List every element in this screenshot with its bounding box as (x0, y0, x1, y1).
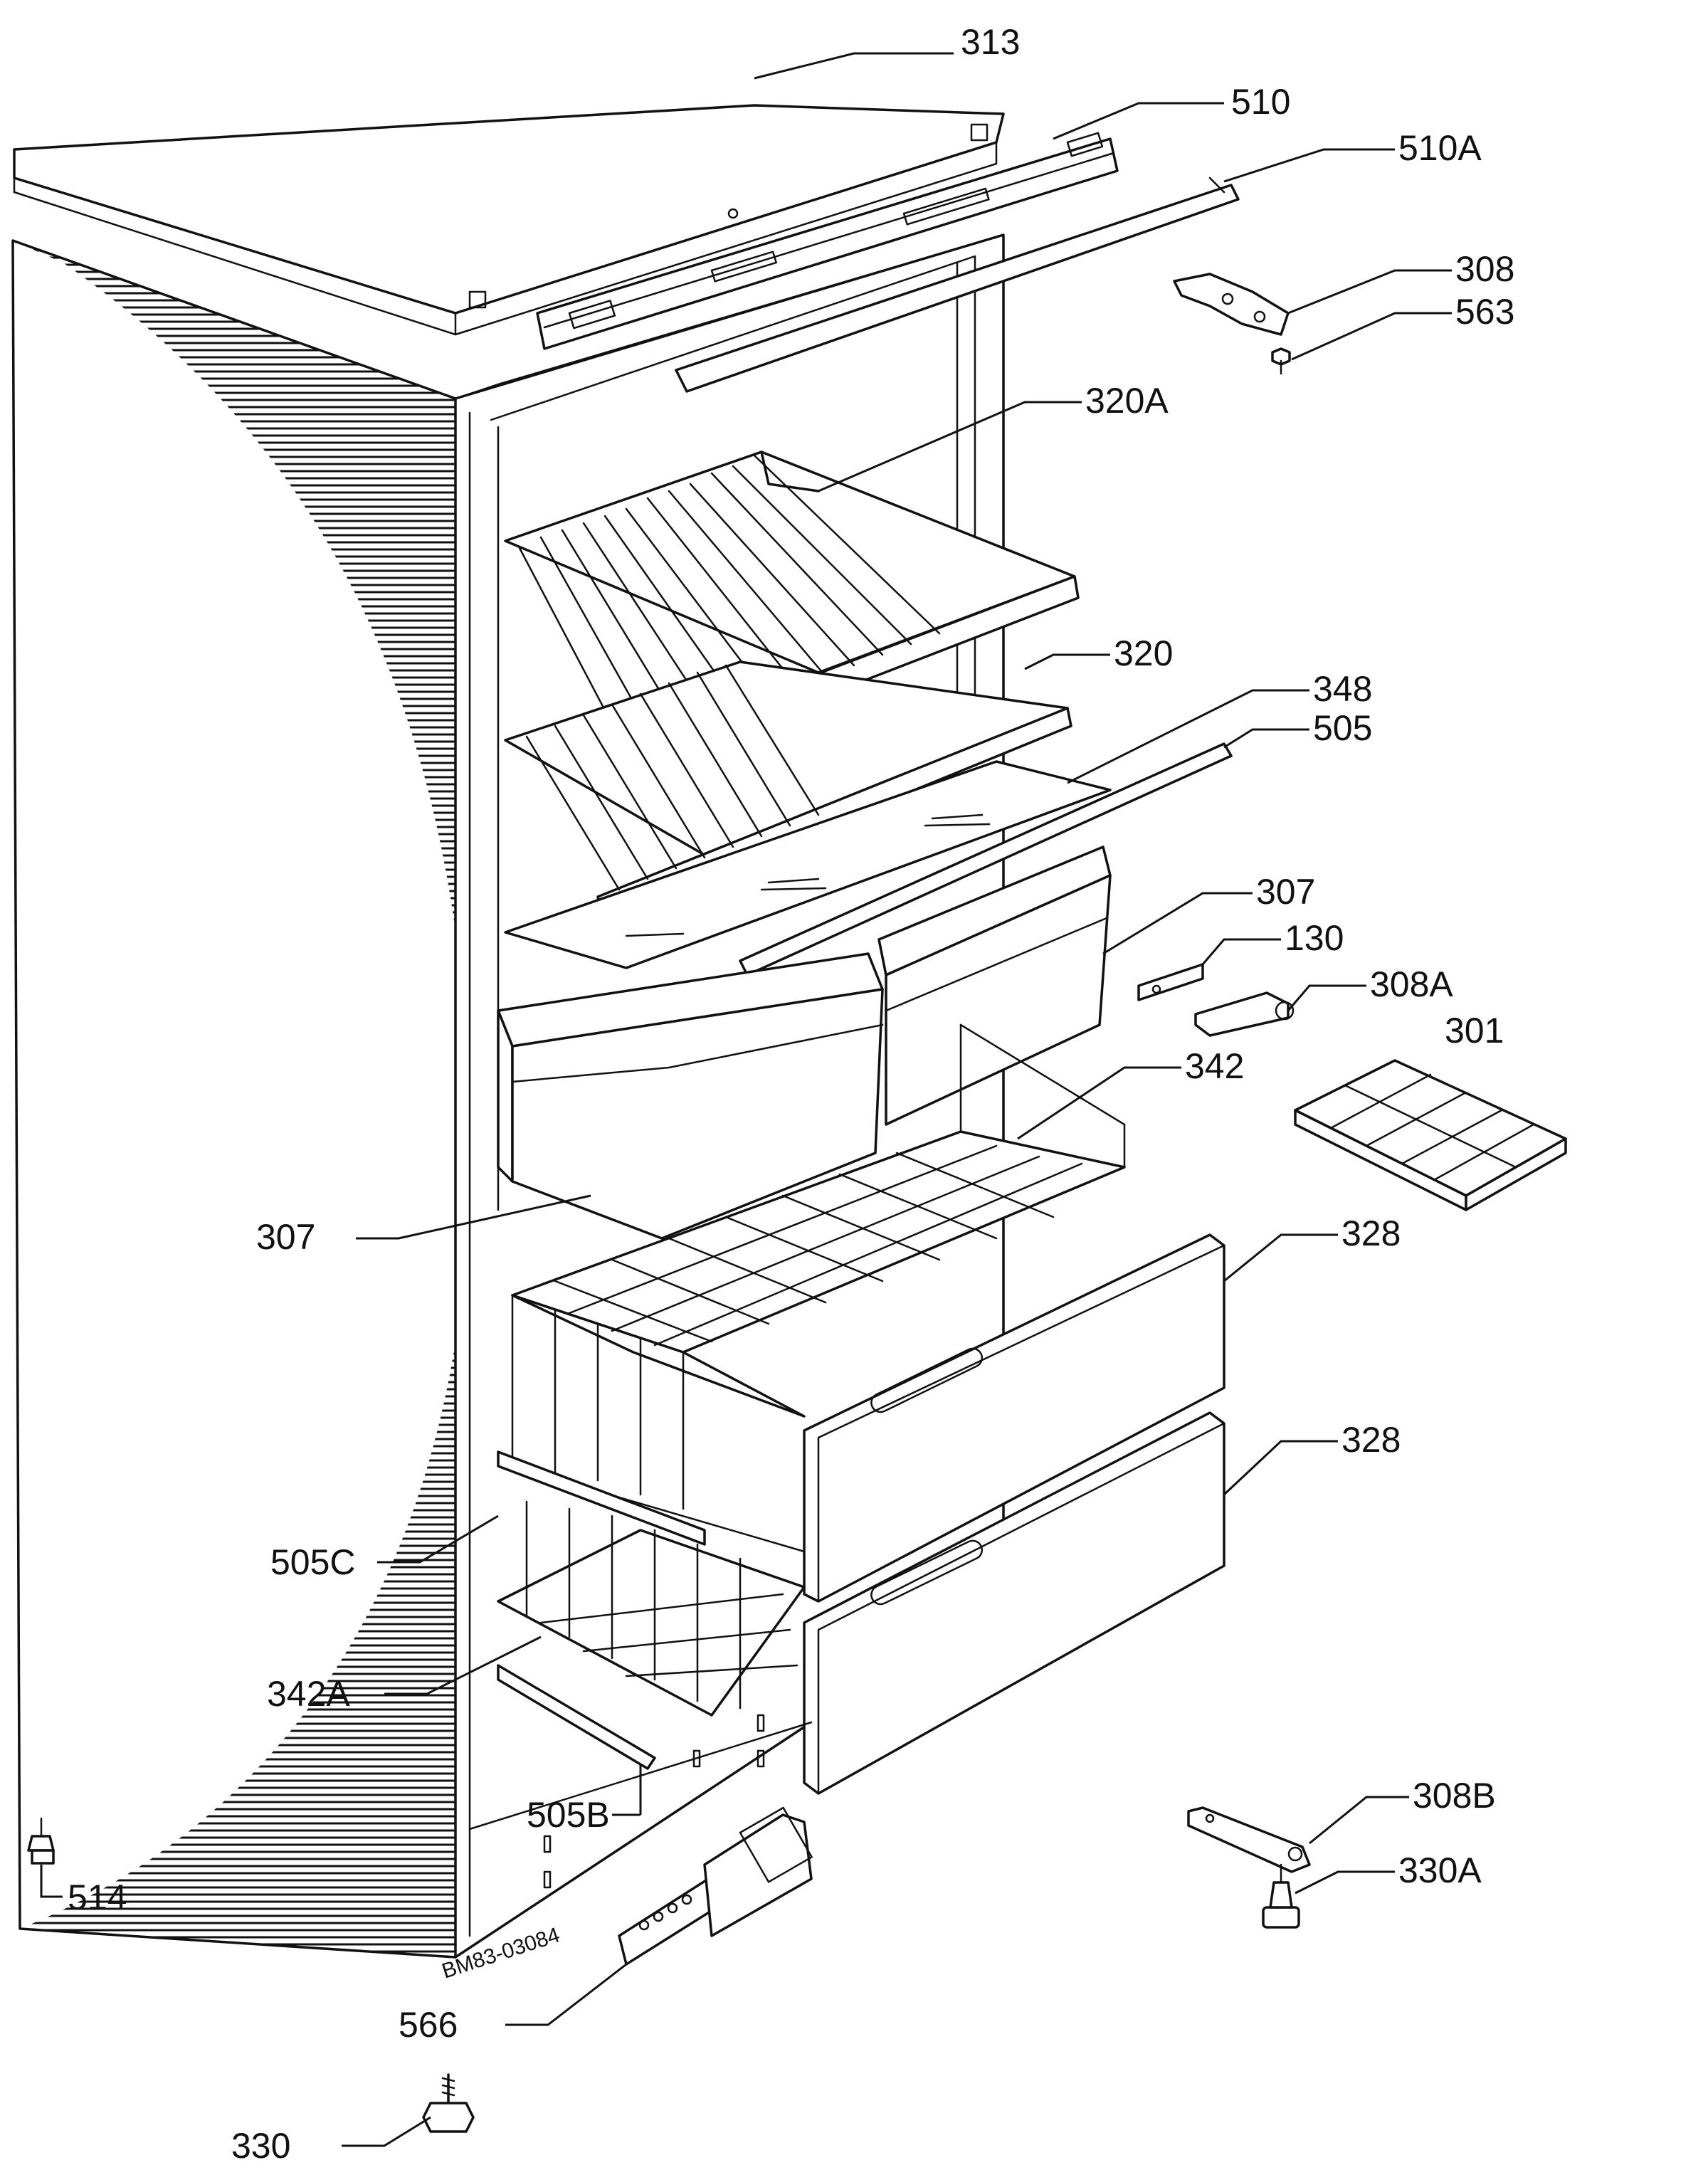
cabinet-body (11, 233, 1005, 1959)
callout-566: 566 (399, 2005, 458, 2045)
callout-514: 514 (68, 1877, 127, 1917)
drawing-code: BM83-03084 (439, 1923, 563, 1983)
callout-301: 301 (1445, 1011, 1504, 1050)
drawer-runner-upper (497, 1450, 706, 1546)
drawer-runner-lower (497, 1664, 656, 1770)
callout-330: 330 (231, 2126, 290, 2165)
callout-563: 563 (1455, 292, 1514, 332)
callout-348: 348 (1313, 669, 1372, 709)
top-hinge-rail (536, 132, 1119, 350)
freezer-drawer-left (497, 952, 884, 1240)
adjustable-foot-left (27, 1817, 55, 1865)
callout-342: 342 (1185, 1046, 1244, 1086)
callout-505b: 505B (527, 1795, 610, 1835)
top-cover-panel (13, 104, 1005, 336)
drawer-front-upper (803, 1233, 1225, 1603)
callout-505: 505 (1313, 708, 1372, 748)
top-hinge-bracket (1173, 273, 1290, 336)
callout-308b: 308B (1413, 1776, 1496, 1816)
callout-320a: 320A (1085, 381, 1169, 421)
callout-342a: 342A (267, 1674, 350, 1714)
callout-308: 308 (1455, 249, 1514, 289)
callout-330a: 330A (1398, 1850, 1482, 1890)
callout-510: 510 (1231, 82, 1290, 122)
shelf-trim-strip (739, 742, 1233, 976)
callout-510a: 510A (1398, 128, 1482, 168)
callout-307-left: 307 (256, 1217, 315, 1257)
screw-foot (422, 2073, 475, 2133)
middle-hinge-bracket (1194, 991, 1295, 1037)
small-cover-plate (1137, 963, 1204, 1001)
leader-lines (40, 52, 1452, 2147)
lower-hinge-bracket (1187, 1806, 1311, 1873)
callout-320: 320 (1114, 633, 1173, 673)
callout-labels: 313 510 510A 308 563 320A 320 348 505 30… (68, 22, 1514, 2165)
wire-basket-upper (511, 1023, 1126, 1553)
ice-cube-tray (1294, 1059, 1567, 1211)
callout-313: 313 (961, 22, 1020, 62)
callout-308a: 308A (1370, 964, 1453, 1004)
top-trim-strip (675, 177, 1240, 393)
adjustable-foot-right (1262, 1863, 1300, 1929)
callout-505c: 505C (270, 1542, 356, 1582)
freezer-drawer-right (877, 846, 1112, 1126)
glass-cover-shelf (504, 760, 1112, 969)
door-handle (618, 1806, 813, 1966)
callout-307-right: 307 (1256, 872, 1315, 912)
callout-130: 130 (1285, 918, 1344, 958)
callout-328-lower: 328 (1341, 1420, 1401, 1460)
wire-basket-lower (497, 1500, 806, 1717)
callout-328-upper: 328 (1341, 1213, 1401, 1253)
drawer-front-lower (803, 1411, 1225, 1795)
hinge-screw (1271, 347, 1291, 375)
